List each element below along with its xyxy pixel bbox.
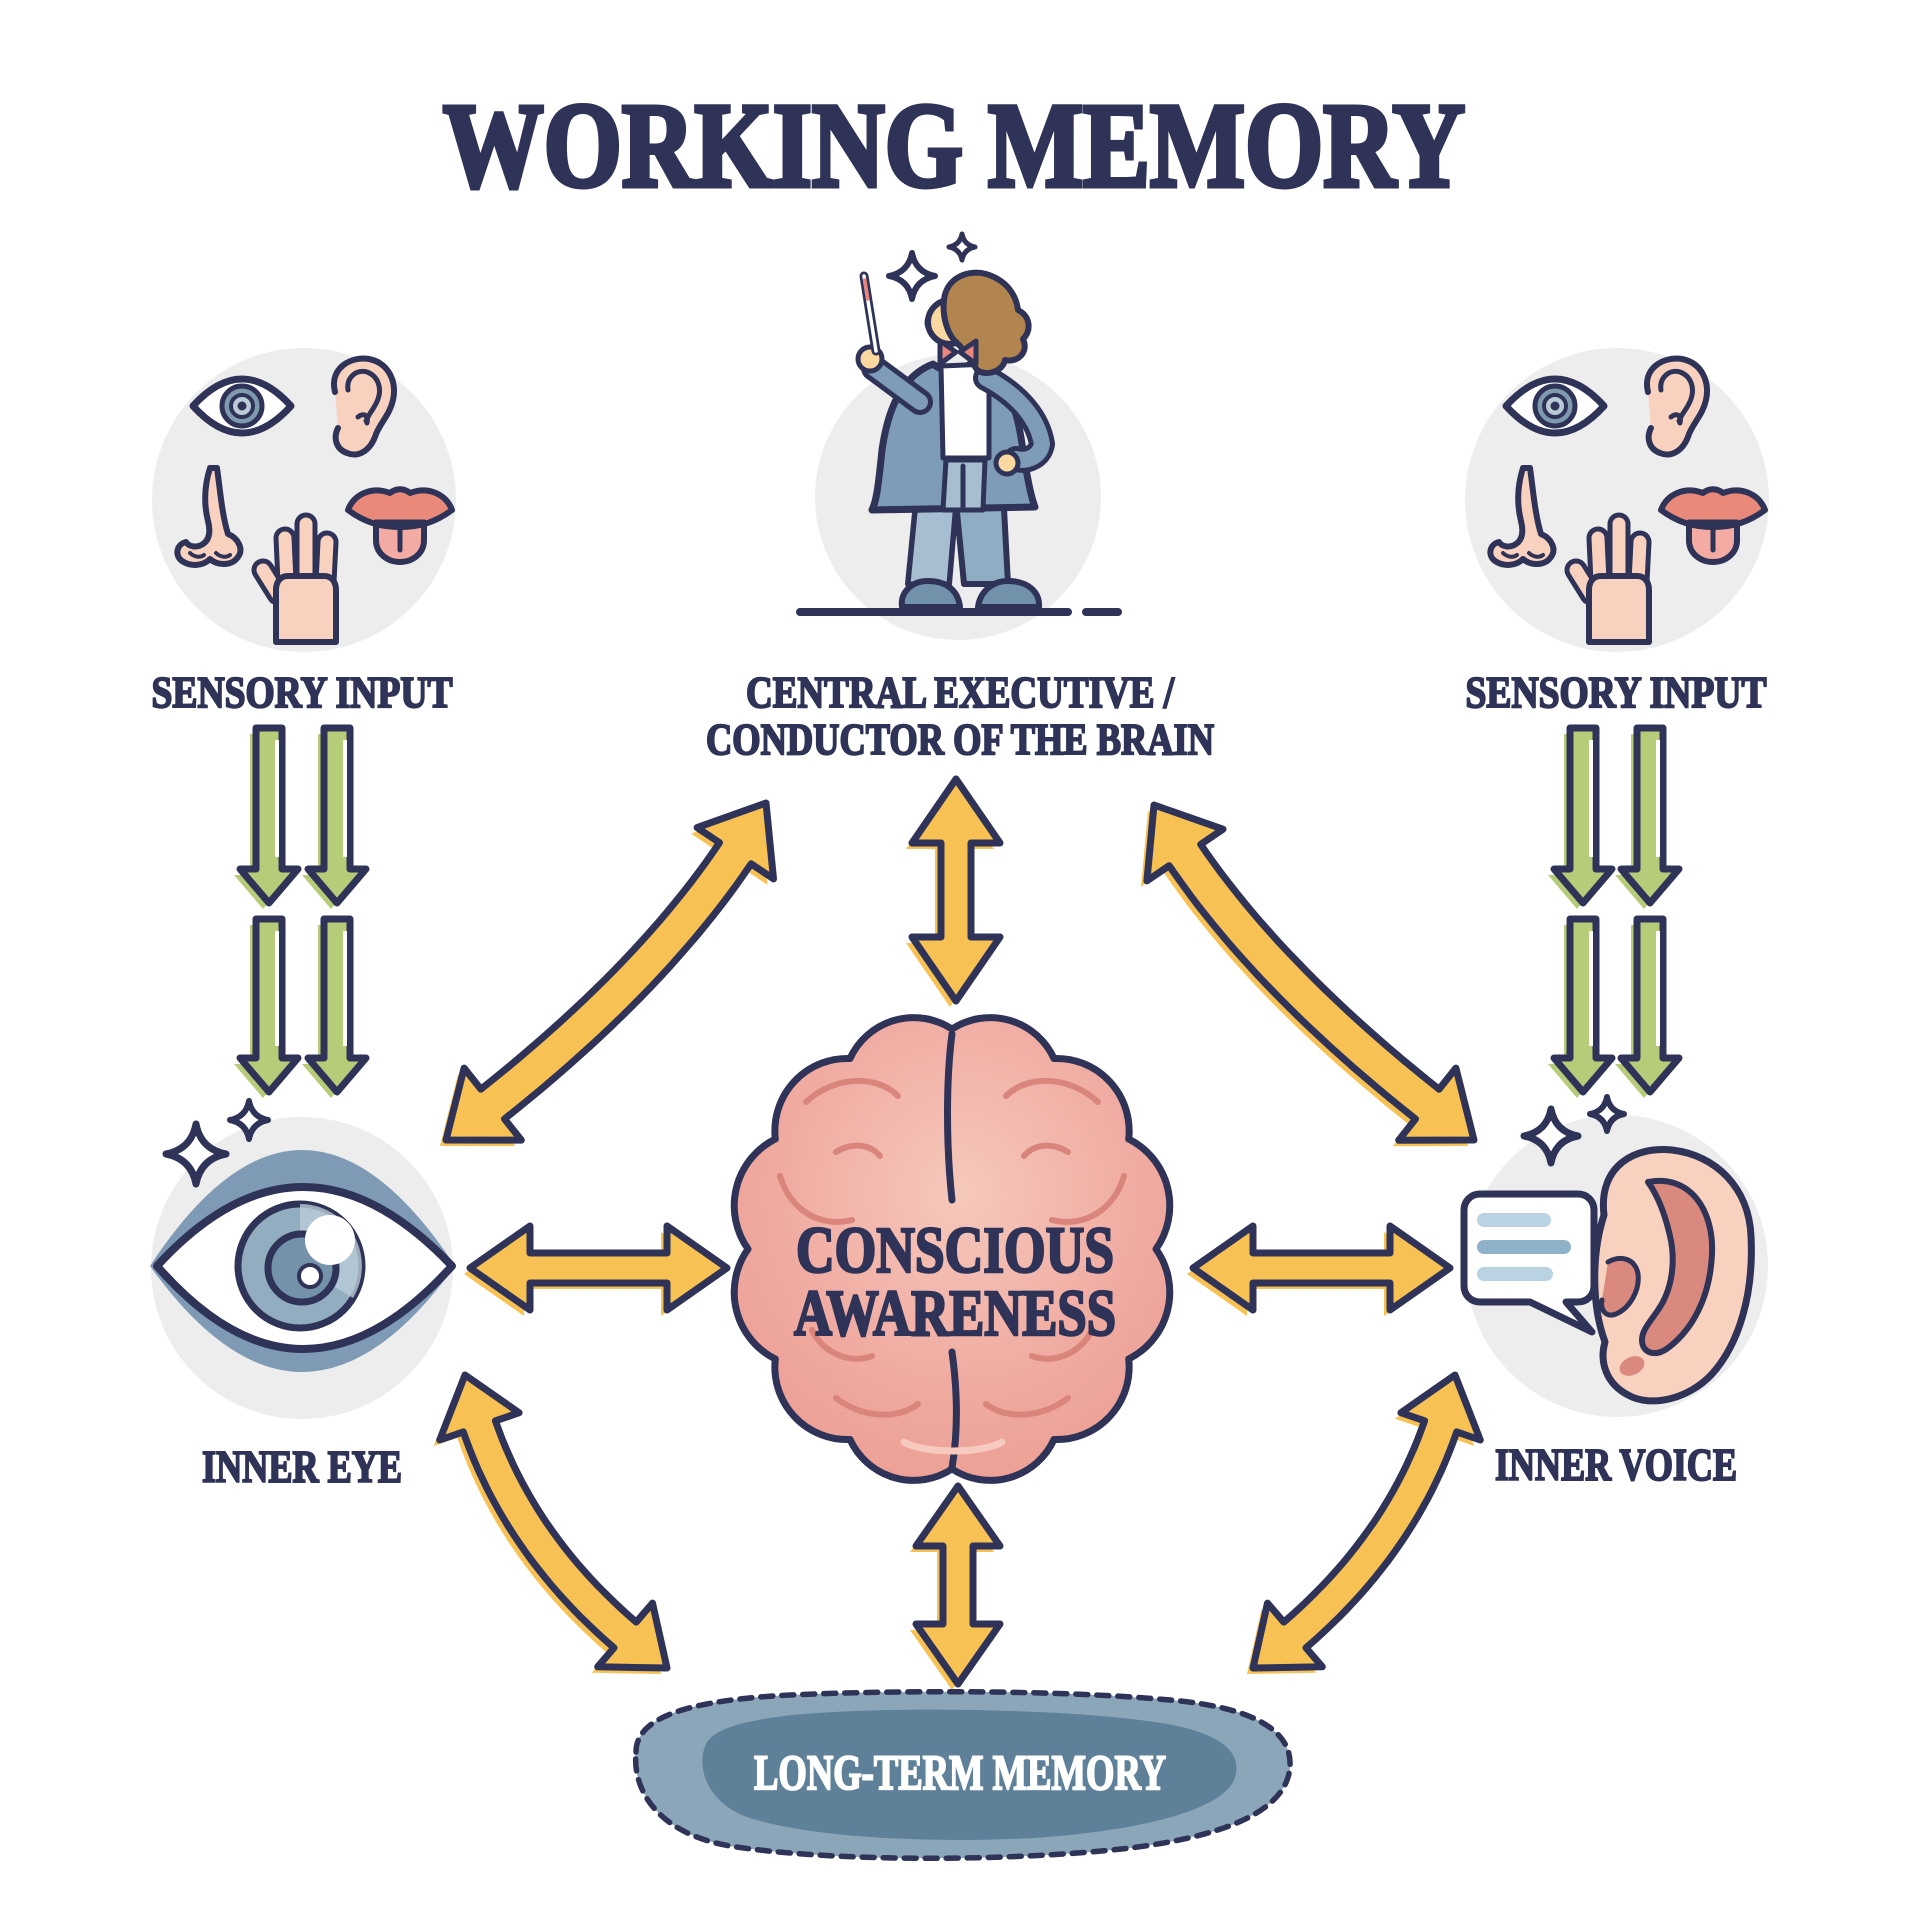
svg-text:CONDUCTOR OF THE BRAIN: CONDUCTOR OF THE BRAIN bbox=[706, 715, 1214, 764]
svg-text:AWARENESS: AWARENESS bbox=[794, 1277, 1116, 1350]
svg-text:CONSCIOUS: CONSCIOUS bbox=[796, 1214, 1114, 1287]
svg-text:SENSORY INPUT: SENSORY INPUT bbox=[152, 668, 453, 717]
svg-text:CENTRAL EXECUTIVE /: CENTRAL EXECUTIVE / bbox=[746, 668, 1175, 717]
svg-text:SENSORY INPUT: SENSORY INPUT bbox=[1466, 668, 1767, 717]
svg-text:LONG-TERM MEMORY: LONG-TERM MEMORY bbox=[754, 1744, 1166, 1800]
svg-text:INNER VOICE: INNER VOICE bbox=[1495, 1440, 1737, 1490]
svg-text:WORKING MEMORY: WORKING MEMORY bbox=[443, 79, 1465, 213]
svg-text:INNER EYE: INNER EYE bbox=[202, 1442, 402, 1492]
